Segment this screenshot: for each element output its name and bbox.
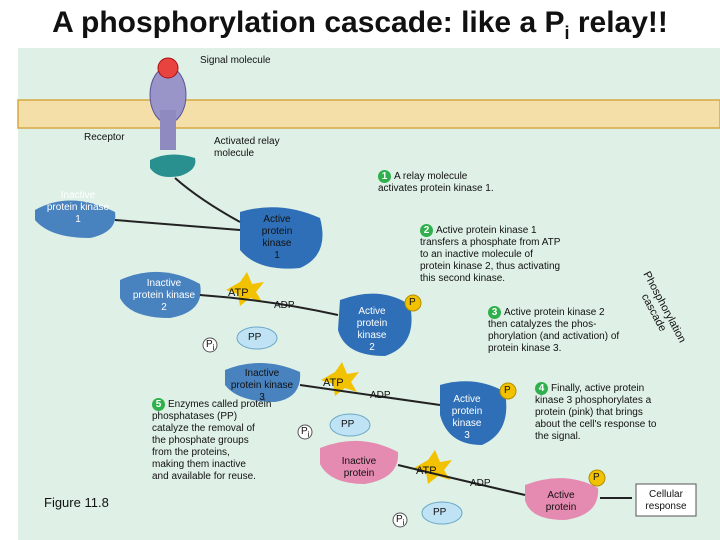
- pi-circle-3: [392, 512, 408, 528]
- kinase1-inactive: [35, 200, 116, 238]
- adp-1: ADP: [274, 300, 295, 311]
- receptor-label: Receptor: [84, 132, 125, 143]
- p-k2: P: [409, 297, 416, 308]
- relay-label: Activated relay molecule: [214, 136, 280, 159]
- kinase2-inactive: [120, 271, 201, 318]
- active-k3-label: Active protein kinase 3: [451, 394, 483, 441]
- pp-1: PP: [248, 332, 262, 343]
- inactive-k1-label: Inactive protein kinase 1: [46, 190, 110, 225]
- p-k3: P: [504, 385, 511, 396]
- active-k1-label: Active protein kinase 1: [261, 214, 293, 261]
- arrow-protein-activation: [397, 464, 526, 496]
- kinase3-inactive: [225, 362, 301, 402]
- phosphatase-2: [329, 413, 371, 437]
- arrow-relay-to-k1: [174, 177, 241, 223]
- kinase3-active: [440, 381, 507, 445]
- cellular-response-label: Cellular response: [645, 489, 687, 512]
- relay-molecule: [150, 154, 196, 177]
- adp-3: ADP: [470, 478, 491, 489]
- arrow-k2-activation: [199, 294, 339, 316]
- pi-circle-2: [297, 424, 313, 440]
- atp-star-1: [226, 272, 264, 306]
- protein-inactive: [320, 440, 399, 484]
- inactive-protein-label: Inactive protein: [341, 456, 377, 479]
- phosphatase-1: [236, 326, 278, 350]
- cellular-response-box: [635, 483, 697, 517]
- pp-2: PP: [341, 419, 355, 430]
- figure-label: Figure 11.8: [44, 495, 109, 510]
- active-protein-label: Active protein: [545, 490, 577, 513]
- phosphate-k3: [499, 382, 517, 400]
- phosphate-protein: [588, 469, 606, 487]
- pi-1: Pi: [206, 339, 215, 352]
- p-protein: P: [593, 472, 600, 483]
- page-title: A phosphorylation cascade: like a Pi rel…: [52, 6, 668, 43]
- atp-3: ATP: [416, 465, 437, 477]
- arrow-k3-activation: [299, 384, 441, 406]
- signal-molecule-label: Signal molecule: [200, 55, 271, 66]
- pi-2: Pi: [301, 426, 310, 439]
- inactive-k3-label: Inactive protein kinase 3: [230, 368, 294, 403]
- signal-molecule: [157, 57, 179, 79]
- adp-2: ADP: [370, 390, 391, 401]
- protein-active: [525, 478, 599, 520]
- phosphatase-3: [421, 501, 463, 525]
- membrane: [17, 99, 720, 129]
- pi-circle-1: [202, 337, 218, 353]
- atp-2: ATP: [323, 377, 344, 389]
- active-k2-label: Active protein kinase 2: [356, 306, 388, 353]
- inactive-k2-label: Inactive protein kinase 2: [132, 278, 196, 313]
- arrow-k1-inactivation: [114, 219, 241, 231]
- phosphate-k2: [404, 294, 422, 312]
- pi-3: Pi: [396, 514, 405, 527]
- kinase1-active: [240, 207, 323, 269]
- atp-star-2: [321, 362, 359, 396]
- kinase2-active: [338, 293, 412, 356]
- receptor-stem: [160, 110, 176, 150]
- atp-1: ATP: [228, 287, 249, 299]
- pp-3: PP: [433, 507, 447, 518]
